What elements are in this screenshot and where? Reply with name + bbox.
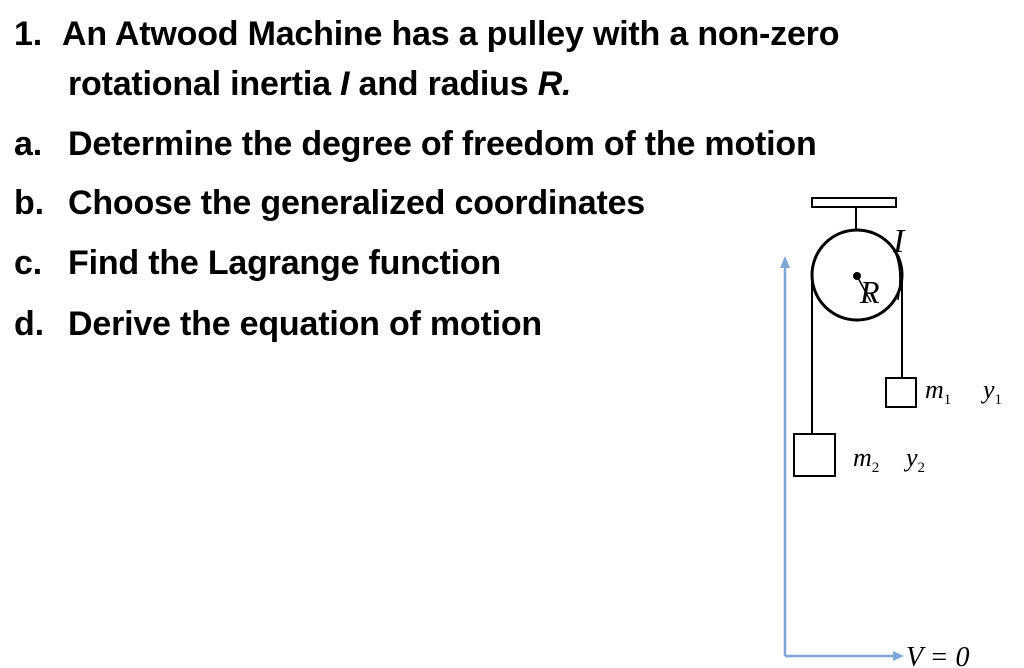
problem-title-line1: An Atwood Machine has a pulley with a no… <box>62 14 839 54</box>
item-b: b. <box>14 183 44 223</box>
problem-title-line2: rotational inertia I and radius R. <box>68 64 572 104</box>
title-line2-a: rotational inertia <box>68 65 341 103</box>
y-axis-arrow-icon <box>780 256 790 268</box>
problem-title-text: An Atwood Machine has a pulley with a no… <box>62 15 840 53</box>
radius-line <box>856 275 872 303</box>
item-c-text: Find the Lagrange function <box>68 243 501 283</box>
item-b-marker: b. <box>14 184 44 222</box>
y1-label: y1 <box>980 375 1002 408</box>
item-d: d. <box>14 304 44 344</box>
item-c-label: Find the Lagrange function <box>68 244 501 282</box>
mass-2-label: m2 <box>853 443 879 476</box>
radius-label: R <box>859 274 880 310</box>
mass-1-label: m1 <box>925 375 951 408</box>
item-a-text: Determine the degree of freedom of the m… <box>68 124 817 164</box>
item-d-text: Derive the equation of motion <box>68 304 542 344</box>
mass-1-block <box>885 377 917 408</box>
item-a-marker: a. <box>14 125 42 163</box>
inertia-indicator <box>894 251 901 301</box>
item-b-label: Choose the generalized coordinates <box>68 184 645 222</box>
inertia-label: I <box>892 223 906 260</box>
item-a: a. <box>14 124 42 164</box>
item-b-text: Choose the generalized coordinates <box>68 183 645 223</box>
ceiling-support <box>811 197 897 208</box>
item-d-marker: d. <box>14 305 44 343</box>
item-a-label: Determine the degree of freedom of the m… <box>68 125 817 163</box>
inertia-symbol: I <box>340 65 350 103</box>
problem-heading: 1. <box>14 14 42 54</box>
item-c: c. <box>14 243 42 283</box>
problem-number: 1. <box>14 15 42 53</box>
reference-arrow-icon <box>893 651 904 661</box>
mass-2-block <box>793 433 836 477</box>
item-d-label: Derive the equation of motion <box>68 305 543 343</box>
y2-label: y2 <box>903 443 925 476</box>
item-c-marker: c. <box>14 244 42 282</box>
radius-symbol: R. <box>537 65 572 103</box>
potential-zero-label: V = 0 <box>906 642 970 668</box>
title-line2-b: and radius <box>349 65 538 103</box>
